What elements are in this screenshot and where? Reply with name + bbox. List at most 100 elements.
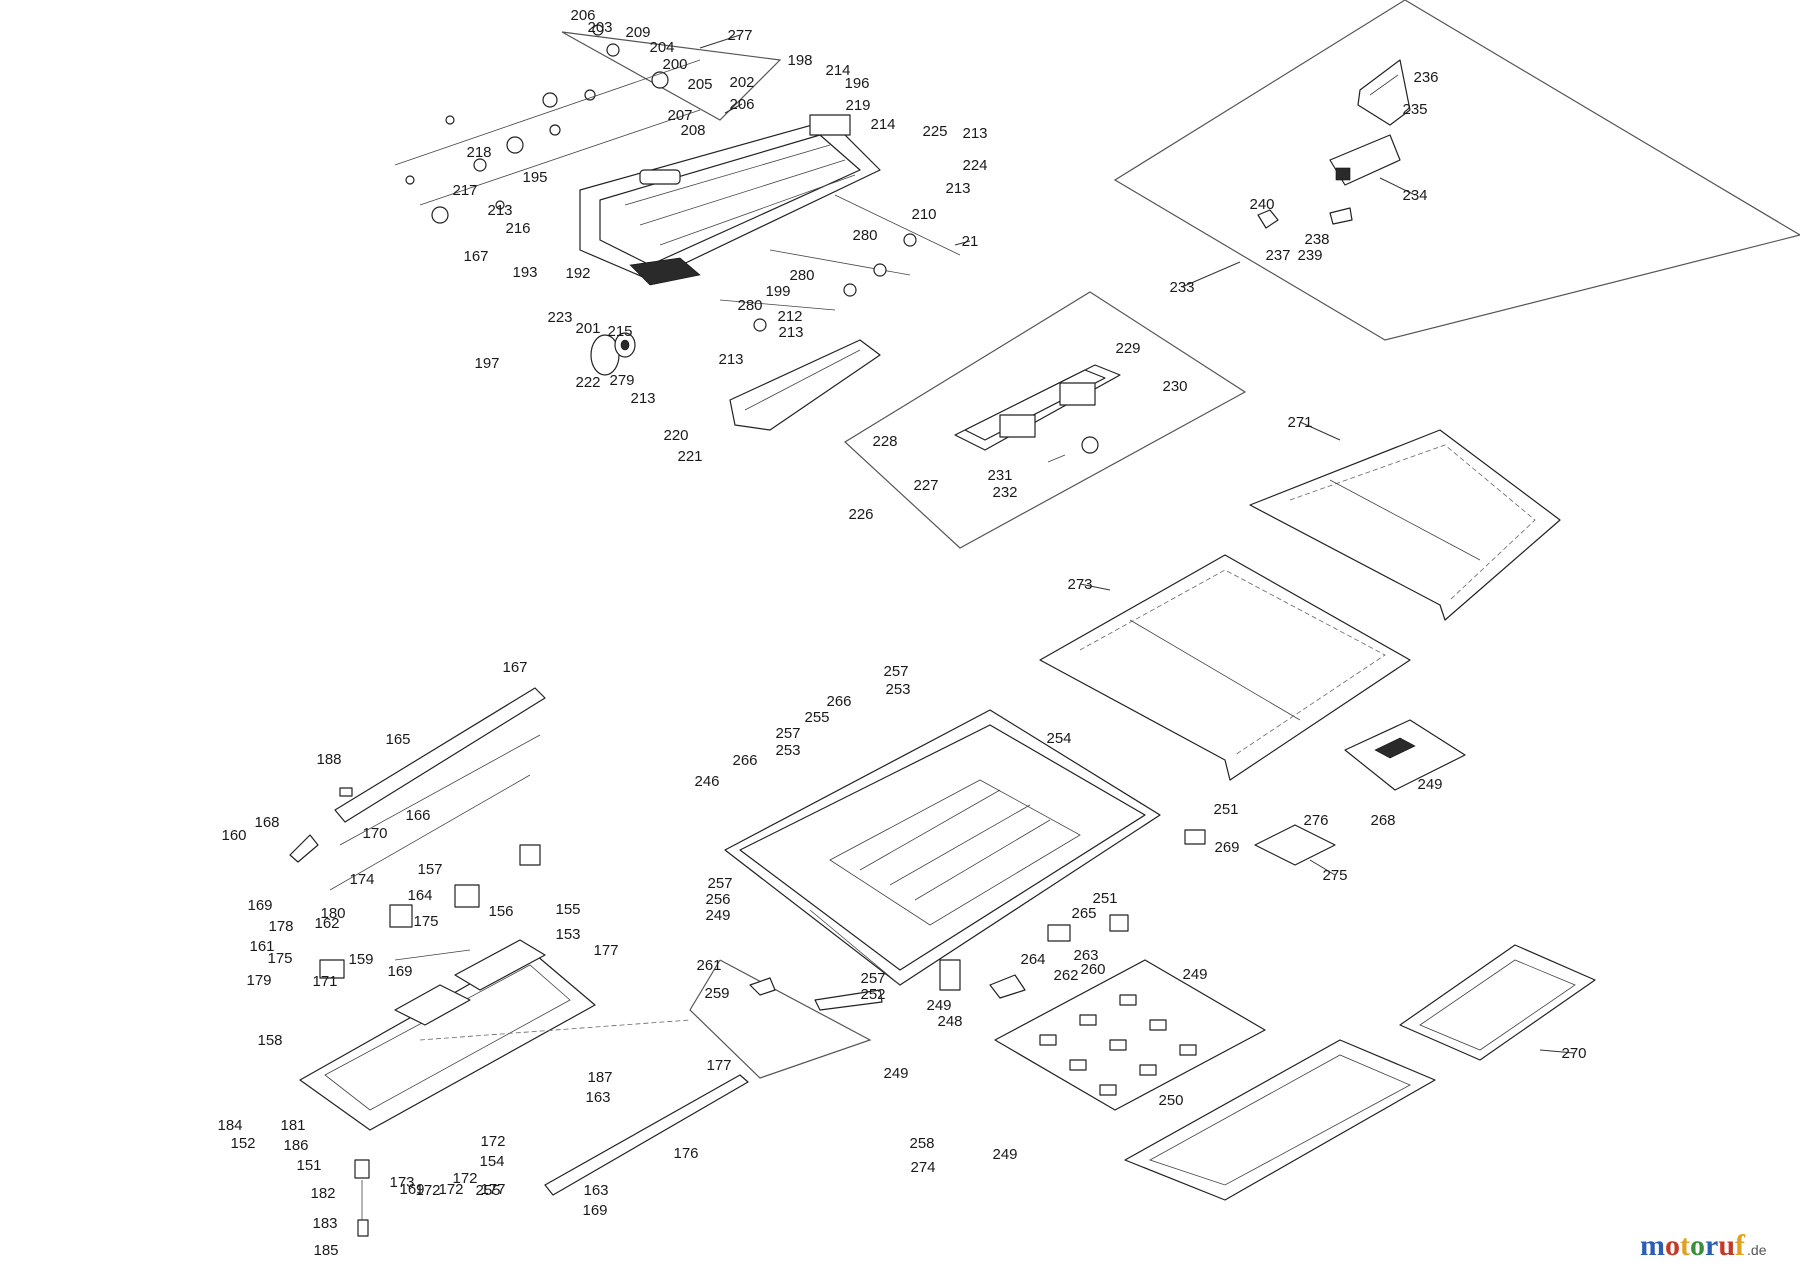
part-number-label: 236 <box>1413 69 1438 86</box>
part-number-label: 249 <box>992 1146 1017 1163</box>
part-number-label: 160 <box>221 827 246 844</box>
leader-line <box>1539 1049 1575 1054</box>
part-number-label: 193 <box>512 264 537 281</box>
part-number-label: 269 <box>1214 839 1239 856</box>
part-number-label: 228 <box>872 433 897 450</box>
part-number-label: 222 <box>575 374 600 391</box>
extension-table-271 <box>1249 429 1561 621</box>
part-number-label: 188 <box>316 751 341 768</box>
part-number-label: 257 <box>860 970 885 987</box>
part-number-label: 185 <box>313 1242 338 1259</box>
part-number-label: 181 <box>280 1117 305 1134</box>
guide-rail-176 <box>544 1074 749 1196</box>
part-number-label: 180 <box>320 905 345 922</box>
part-number-label: 233 <box>1169 279 1194 296</box>
part-number-label: 220 <box>663 427 688 444</box>
part-number-label: 264 <box>1020 951 1045 968</box>
part-number-label: 270 <box>1561 1045 1586 1062</box>
part-number-label: 253 <box>775 742 800 759</box>
part-number-label: 246 <box>694 773 719 790</box>
part-number-label: 174 <box>349 871 374 888</box>
part-number-label: 214 <box>870 116 895 133</box>
part-number-label: 230 <box>1162 378 1187 395</box>
frame-lower-clamp <box>689 959 872 1079</box>
leader-line <box>1079 583 1111 591</box>
part-number-label: 207 <box>667 107 692 124</box>
part-number-label: 163 <box>585 1089 610 1106</box>
part-number-label: 175 <box>413 913 438 930</box>
part-number-label: 165 <box>385 731 410 748</box>
part-number-label: 209 <box>625 24 650 41</box>
part-number-label: 255 <box>475 1182 500 1199</box>
side-rail <box>729 339 881 431</box>
axle-pins <box>719 194 961 332</box>
part-number-label: 172 <box>438 1181 463 1198</box>
part-number-label: 268 <box>1370 812 1395 829</box>
part-number-label: 156 <box>488 903 513 920</box>
part-number-label: 151 <box>296 1157 321 1174</box>
part-number-label: 206 <box>729 96 754 113</box>
part-number-label: 223 <box>547 309 572 326</box>
part-number-label: 166 <box>405 807 430 824</box>
part-number-label: 219 <box>845 97 870 114</box>
part-number-label: 212 <box>777 308 802 325</box>
part-number-label: 257 <box>775 725 800 742</box>
part-number-label: 168 <box>254 814 279 831</box>
stand-frame <box>299 939 596 1131</box>
leader-line <box>1181 261 1241 288</box>
part-number-label: 271 <box>1287 414 1312 431</box>
part-number-label: 203 <box>587 19 612 36</box>
part-number-label: 213 <box>487 202 512 219</box>
part-number-label: 183 <box>312 1215 337 1232</box>
plate-274 <box>1254 824 1336 866</box>
part-number-label: 279 <box>609 372 634 389</box>
part-number-label: 256 <box>705 891 730 908</box>
part-number-label: 251 <box>1092 890 1117 907</box>
part-number-label: 199 <box>765 283 790 300</box>
leader-line <box>1299 421 1341 441</box>
part-number-label: 221 <box>677 448 702 465</box>
part-number-label: 266 <box>826 693 851 710</box>
part-number-label: 169 <box>247 897 272 914</box>
basin-grate <box>994 959 1266 1111</box>
part-number-label: 276 <box>1303 812 1328 829</box>
part-number-label: 186 <box>283 1137 308 1154</box>
motoruf-logo: motoruf.de <box>1640 1229 1767 1262</box>
leader-line <box>954 240 971 246</box>
part-number-label: 176 <box>673 1145 698 1162</box>
part-number-label: 249 <box>883 1065 908 1082</box>
part-number-label: 213 <box>945 180 970 197</box>
part-number-label: 177 <box>706 1057 731 1074</box>
part-number-label: 238 <box>1304 231 1329 248</box>
part-number-label: 201 <box>575 320 600 337</box>
part-number-label: 184 <box>217 1117 242 1134</box>
part-number-label: 167 <box>463 248 488 265</box>
leader-line <box>724 103 743 114</box>
part-number-label: 196 <box>844 75 869 92</box>
part-number-label: 200 <box>662 56 687 73</box>
part-number-label: 249 <box>1182 966 1207 983</box>
sliding-table <box>579 114 881 286</box>
part-number-label: 152 <box>230 1135 255 1152</box>
part-number-label: 169 <box>582 1202 607 1219</box>
part-number-label: 216 <box>505 220 530 237</box>
part-number-label: 177 <box>480 1181 505 1198</box>
accessory-tray <box>954 364 1121 463</box>
part-number-label: 175 <box>267 950 292 967</box>
part-number-label: 159 <box>348 951 373 968</box>
part-number-label: 226 <box>848 506 873 523</box>
part-number-label: 265 <box>1071 905 1096 922</box>
part-number-label: 213 <box>778 324 803 341</box>
part-number-label: 257 <box>883 663 908 680</box>
part-number-label: 169 <box>399 1181 424 1198</box>
part-number-label: 206 <box>570 7 595 24</box>
frame-tray-kit <box>844 291 1247 549</box>
part-number-label: 249 <box>705 907 730 924</box>
part-number-label: 198 <box>787 52 812 69</box>
leader-line <box>1379 177 1416 196</box>
part-number-label: 218 <box>466 144 491 161</box>
part-number-label: 250 <box>1158 1092 1183 1109</box>
part-number-label: 251 <box>1213 801 1238 818</box>
part-number-label: 261 <box>696 957 721 974</box>
